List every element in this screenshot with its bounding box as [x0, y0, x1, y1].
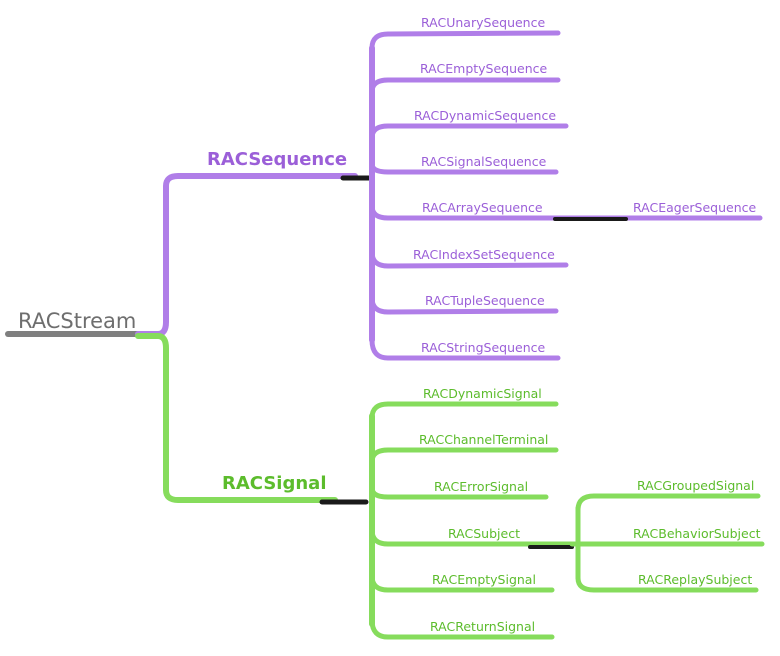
- sig-grandchild-node[interactable]: RACGroupedSignal: [637, 478, 754, 493]
- connector-seq-child: [369, 337, 561, 361]
- connector-subject-child: [575, 575, 759, 593]
- sig-child-node[interactable]: RACEmptySignal: [432, 572, 536, 587]
- connector-sig-child: [369, 527, 575, 547]
- sig-child-node[interactable]: RACChannelTerminal: [419, 432, 548, 447]
- seq-child-node[interactable]: RACUnarySequence: [421, 15, 545, 30]
- connector-seq-child: [369, 295, 559, 315]
- connector-seq-child: [369, 249, 569, 269]
- sig-child-node[interactable]: RACErrorSignal: [434, 479, 528, 494]
- connector-seq-child: [369, 77, 561, 95]
- connector-subject-child: [575, 493, 761, 513]
- connector-root-sequence: [135, 173, 358, 337]
- seq-child-node[interactable]: RACIndexSetSequence: [413, 247, 555, 262]
- seq-child-node[interactable]: RACTupleSequence: [425, 293, 545, 308]
- sig-grandchild-node[interactable]: RACBehaviorSubject: [633, 526, 761, 541]
- seq-grandchild-node[interactable]: RACEagerSequence: [633, 200, 757, 215]
- connector-seq-child: [369, 203, 763, 221]
- connector-seq-child: [369, 30, 561, 51]
- sig-child-node[interactable]: RACSubject: [448, 526, 520, 541]
- seq-child-node[interactable]: RACSignalSequence: [421, 154, 547, 169]
- connector-seq-child: [369, 161, 559, 175]
- connector-sig-child: [369, 447, 559, 465]
- seq-child-node[interactable]: RACArraySequence: [422, 200, 543, 215]
- connector-lines: [5, 30, 765, 640]
- seq-child-node[interactable]: RACEmptySequence: [420, 61, 548, 76]
- sig-child-node[interactable]: RACDynamicSignal: [423, 386, 542, 401]
- connector-sig-child: [369, 573, 555, 593]
- sig-child-node[interactable]: RACReturnSignal: [430, 619, 535, 634]
- sequence-node[interactable]: RACSequence: [207, 149, 347, 170]
- signal-node[interactable]: RACSignal: [222, 473, 326, 494]
- connector-sig-child: [369, 401, 559, 421]
- sig-grandchild-node[interactable]: RACReplaySubject: [638, 572, 752, 587]
- connector-sig-child: [369, 485, 549, 500]
- seq-child-node[interactable]: RACStringSequence: [421, 340, 546, 355]
- root-node[interactable]: RACStream: [18, 309, 136, 333]
- connector-seq-child: [369, 123, 569, 141]
- seq-child-node[interactable]: RACDynamicSequence: [414, 108, 556, 123]
- connector-root-signal: [135, 333, 338, 503]
- connector-sig-child: [369, 617, 555, 640]
